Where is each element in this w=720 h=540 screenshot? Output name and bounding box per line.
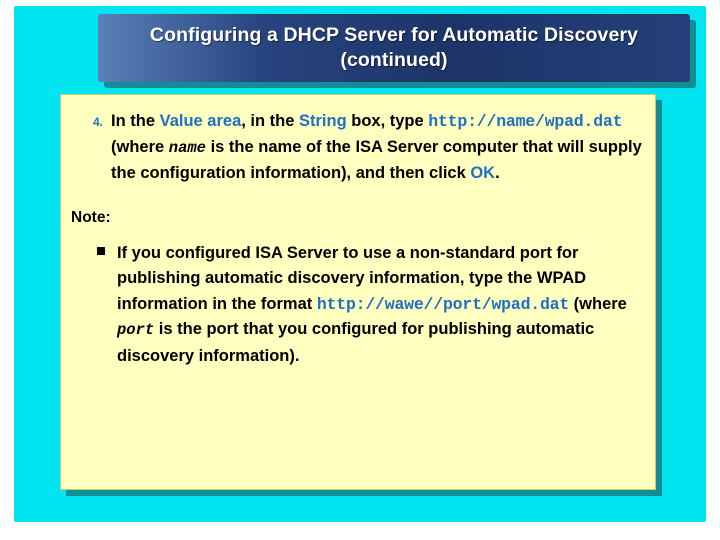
bullet-text: If you configured ISA Server to use a no…	[117, 241, 649, 370]
step-emphasis-string: String	[299, 112, 347, 130]
page-title: Configuring a DHCP Server for Automatic …	[149, 24, 639, 71]
list-item: 4. In the Value area, in the String box,…	[67, 109, 649, 187]
bullet-code-url: http://wawe//port/wpad.dat	[316, 294, 570, 314]
step-text-part-5: is the name of the ISA Server computer t…	[111, 137, 642, 183]
step-text-part-2: , in the	[241, 112, 299, 130]
bullet-italic-port: port	[117, 321, 155, 339]
step-text-part-1: In the	[111, 112, 160, 130]
step-emphasis-value-area: Value area	[159, 112, 242, 130]
list-item: If you configured ISA Server to use a no…	[67, 241, 649, 370]
step-code-url: http://name/wpad.dat	[428, 112, 623, 131]
step-text-part-4: (where	[111, 137, 169, 156]
step-text: In the Value area, in the String box, ty…	[111, 109, 649, 187]
step-text-part-6: .	[495, 164, 500, 182]
square-bullet-icon	[67, 241, 117, 267]
note-label: Note:	[71, 208, 111, 226]
step-number: 4.	[92, 115, 103, 129]
content-body: 4. In the Value area, in the String box,…	[61, 95, 657, 491]
bullet-text-part-1: If you configured ISA Server to use a no…	[117, 243, 587, 313]
content-panel: 4. In the Value area, in the String box,…	[60, 94, 656, 490]
step-emphasis-ok: OK	[470, 164, 496, 182]
title-bar: Configuring a DHCP Server for Automatic …	[98, 14, 690, 82]
bullet-text-part-2: (where	[569, 294, 627, 313]
bullet-text-part-3: is the port that you configured for publ…	[117, 320, 595, 365]
step-italic-name: name	[168, 138, 206, 157]
step-text-part-3: box, type	[346, 112, 429, 130]
